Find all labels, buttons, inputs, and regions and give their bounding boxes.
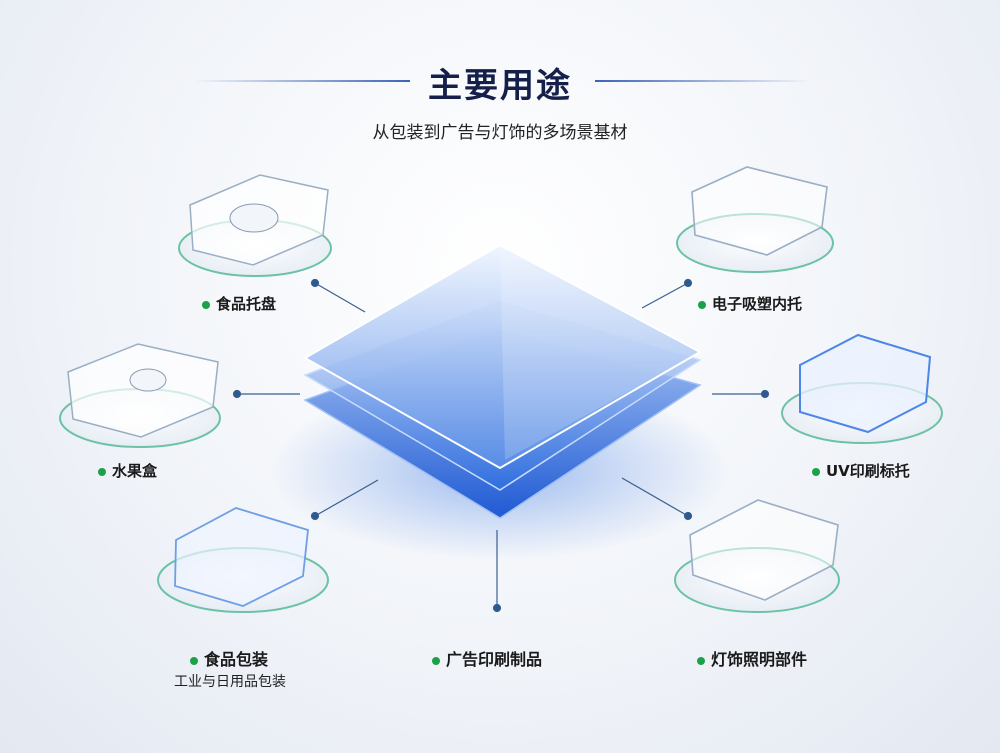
label-electronic-blister: 电子吸塑内托 [698, 293, 802, 314]
bullet-dot [697, 656, 705, 665]
connector-lines [232, 278, 770, 613]
sheet-top [302, 243, 703, 470]
label-food-tray: 食品托盘 [202, 293, 276, 314]
label-advertising-print: 广告印刷制品 [432, 646, 542, 670]
product-electronic-blister [676, 166, 834, 273]
bullet-dot [190, 656, 198, 665]
product-food-tray [178, 174, 332, 277]
bullet-dot [98, 467, 106, 476]
label-fruit-box: 水果盒 [98, 460, 157, 481]
page-subtitle: 从包装到广告与灯饰的多场景基材 [372, 123, 628, 143]
label-text: 广告印刷制品 [446, 650, 543, 669]
label-uv-print-tray: UV印刷标托 [812, 460, 910, 481]
title-rule-left [195, 80, 410, 82]
product-food-packaging [157, 507, 329, 613]
product-uv-print-tray [781, 333, 943, 444]
label-food-packaging: 食品包装 [190, 646, 268, 670]
label-text: 食品托盘 [216, 295, 277, 313]
bullet-dot [432, 656, 440, 665]
bullet-dot [202, 300, 210, 309]
bullet-dot [698, 300, 706, 309]
label-text: 水果盒 [112, 462, 158, 480]
label-text: UV印刷标托 [826, 462, 910, 480]
label-text: 电子吸塑内托 [712, 295, 803, 313]
bullet-dot [812, 467, 820, 476]
acrylic-sheet-stack [270, 243, 730, 560]
product-fruit-box [59, 343, 221, 448]
product-light-fixture-part [674, 499, 840, 613]
sublabel-industrial-packaging: 工业与日用品包装 [174, 674, 286, 690]
label-text: 食品包装 [204, 650, 269, 669]
label-text: 灯饰照明部件 [711, 650, 808, 669]
label-lighting-parts: 灯饰照明部件 [697, 646, 807, 670]
page-title: 主要用途 [428, 66, 572, 106]
title-rule-right [595, 80, 810, 82]
